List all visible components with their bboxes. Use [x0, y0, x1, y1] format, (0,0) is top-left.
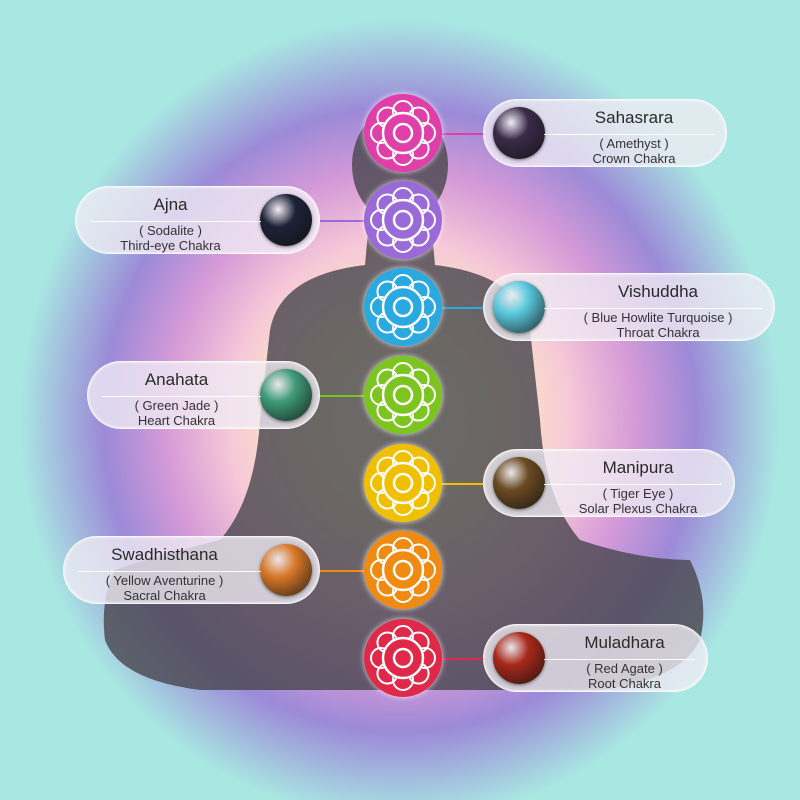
stone-name: ( Tiger Eye ) — [602, 486, 674, 501]
stone-name: ( Sodalite ) — [139, 223, 202, 238]
divider — [90, 221, 261, 222]
chakra-symbol-vishuddha — [364, 268, 442, 346]
chakra-name: Muladhara — [584, 633, 665, 652]
chakra-name: Anahata — [144, 370, 209, 389]
divider — [78, 571, 261, 572]
chakra-symbol-anahata — [364, 356, 442, 434]
chakra-label-vishuddha: Vishuddha ( Blue Howlite Turquoise ) Thr… — [483, 273, 775, 341]
chakra-type: Sacral Chakra — [123, 588, 206, 603]
chakra-name: Manipura — [602, 458, 674, 477]
connector-line — [320, 395, 365, 397]
lotus-icon — [370, 362, 436, 428]
gemstone-image — [493, 107, 545, 159]
gemstone-image — [260, 544, 312, 596]
chakra-name: Sahasrara — [594, 108, 674, 127]
stone-name: ( Yellow Aventurine ) — [105, 573, 224, 588]
chakra-name: Swadhisthana — [111, 545, 218, 564]
chakra-label-swadhisthana: Swadhisthana ( Yellow Aventurine ) Sacra… — [63, 536, 320, 604]
divider — [544, 134, 714, 135]
chakra-label-ajna: Ajna ( Sodalite ) Third-eye Chakra — [75, 186, 320, 254]
chakra-label-manipura: Manipura ( Tiger Eye ) Solar Plexus Chak… — [483, 449, 735, 517]
lotus-icon — [370, 625, 436, 691]
chakra-name: Ajna — [153, 195, 188, 214]
chakra-symbol-manipura — [364, 444, 442, 522]
chakra-label-anahata: Anahata ( Green Jade ) Heart Chakra — [87, 361, 320, 429]
divider — [544, 659, 695, 660]
gemstone-image — [260, 369, 312, 421]
connector-line — [320, 570, 365, 572]
chakra-label-muladhara: Muladhara ( Red Agate ) Root Chakra — [483, 624, 708, 692]
divider — [102, 396, 261, 397]
gemstone-image — [493, 457, 545, 509]
lotus-icon — [370, 100, 436, 166]
divider — [544, 484, 722, 485]
chakra-type: Solar Plexus Chakra — [578, 501, 698, 516]
lotus-icon — [370, 187, 436, 253]
lotus-icon — [370, 450, 436, 516]
chakra-symbol-sahasrara — [364, 94, 442, 172]
gemstone-image — [260, 194, 312, 246]
gemstone-image — [493, 632, 545, 684]
stone-name: ( Red Agate ) — [586, 661, 663, 676]
divider — [544, 308, 762, 309]
chakra-type: Throat Chakra — [616, 325, 700, 340]
connector-line — [320, 220, 365, 222]
chakra-name: Vishuddha — [617, 282, 699, 301]
chakra-type: Crown Chakra — [592, 151, 676, 166]
connector-line — [440, 658, 485, 660]
lotus-icon — [370, 537, 436, 603]
connector-line — [440, 133, 485, 135]
chakra-type: Heart Chakra — [137, 413, 216, 428]
chakra-type: Root Chakra — [588, 676, 661, 691]
chakra-symbol-ajna — [364, 181, 442, 259]
chakra-type: Third-eye Chakra — [120, 238, 221, 253]
stone-name: ( Amethyst ) — [599, 136, 669, 151]
chakra-symbol-muladhara — [364, 619, 442, 697]
connector-line — [440, 307, 485, 309]
gemstone-image — [493, 281, 545, 333]
stone-name: ( Green Jade ) — [134, 398, 219, 413]
stone-name: ( Blue Howlite Turquoise ) — [583, 310, 733, 325]
chakra-symbol-swadhisthana — [364, 531, 442, 609]
lotus-icon — [370, 274, 436, 340]
chakra-label-sahasrara: Sahasrara ( Amethyst ) Crown Chakra — [483, 99, 727, 167]
connector-line — [440, 483, 485, 485]
